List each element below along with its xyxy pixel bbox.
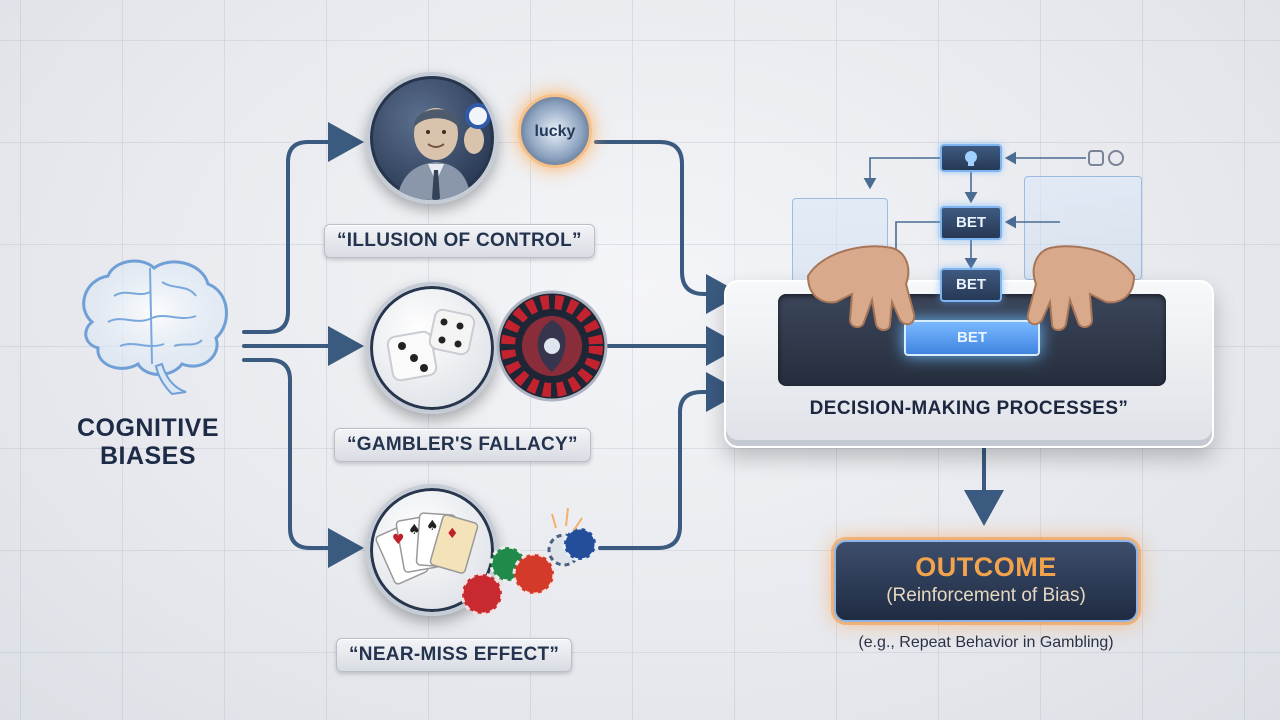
lucky-chip-icon: lucky: [518, 94, 592, 168]
businessman-icon: [396, 103, 491, 200]
cognitive-biases-title: COGNITIVE BIASES: [48, 414, 248, 470]
left-hand-icon: [806, 245, 916, 331]
bet-button-2[interactable]: BET: [940, 268, 1002, 302]
outcome-example: (e.g., Repeat Behavior in Gambling): [858, 634, 1114, 651]
svg-text:♥: ♥: [392, 532, 405, 548]
dice-icon: [386, 308, 476, 382]
toggle-icons: [1088, 150, 1128, 166]
decision-making-panel: DECISION-MAKING PROCESSES”: [724, 280, 1214, 448]
gamblers-fallacy-label: “GAMBLER'S FALLACY”: [334, 428, 591, 462]
right-hand-icon: [1026, 245, 1136, 331]
near-miss-effect-illustration: ♥ ♠ ♠ ♦: [366, 484, 498, 616]
title-line-1: COGNITIVE: [76, 414, 219, 442]
gamblers-fallacy-illustration: [366, 282, 498, 414]
playing-cards-icon: ♥ ♠ ♠ ♦: [375, 512, 479, 585]
svg-text:♦: ♦: [446, 526, 459, 542]
outcome-title: OUTCOME: [915, 552, 1057, 582]
decision-node-top: [940, 144, 1002, 172]
arrow-control-to-decision: [594, 140, 742, 314]
decision-making-label: DECISION-MAKING PROCESSES”: [809, 398, 1129, 419]
brain-icon: [82, 259, 228, 396]
arrow-nearmiss-to-decision: [598, 372, 742, 550]
arrow-brain-to-nearmiss: [242, 358, 364, 568]
illusion-of-control-label: “ILLUSION OF CONTROL”: [324, 224, 595, 258]
svg-text:♠: ♠: [408, 522, 421, 538]
outcome-subtitle: (Reinforcement of Bias): [886, 585, 1086, 606]
poker-chips-icon: [460, 507, 598, 616]
outcome-box: OUTCOME (Reinforcement of Bias): [834, 540, 1138, 622]
near-miss-effect-label: “NEAR-MISS EFFECT”: [336, 638, 573, 672]
lightbulb-icon: [965, 151, 977, 166]
title-line-2: BIASES: [99, 442, 197, 470]
illusion-of-control-illustration: [366, 72, 498, 204]
roulette-wheel-icon: [496, 290, 608, 402]
arrow-brain-to-control: [242, 122, 364, 334]
svg-text:♠: ♠: [426, 518, 439, 534]
lucky-chip-text: lucky: [534, 123, 576, 140]
bet-button-1[interactable]: BET: [940, 206, 1002, 240]
bet-button-3[interactable]: BET: [904, 320, 1040, 356]
